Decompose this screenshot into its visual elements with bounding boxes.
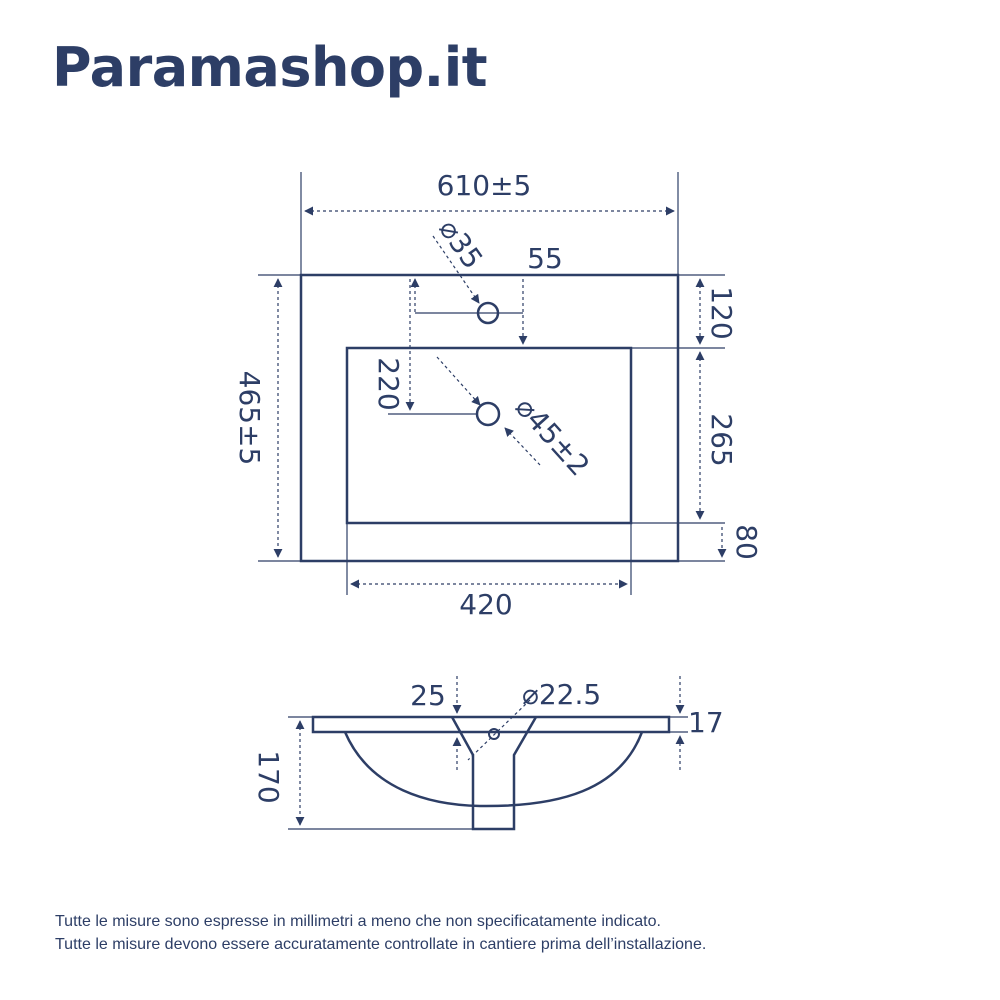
label-drain-hole: ⌀45±2 <box>509 391 596 483</box>
basin-outline <box>299 273 680 563</box>
drain-hole <box>475 401 501 427</box>
leader-45-in <box>436 356 481 406</box>
brand-logo: Paramashop.it <box>52 36 488 99</box>
label-front-margin: 80 <box>730 524 763 560</box>
label-drain-from-top: 220 <box>372 357 405 410</box>
label-overflow-hole: ⌀22.5 <box>522 678 601 711</box>
leader-35 <box>432 235 480 304</box>
tap-hole <box>476 301 500 325</box>
bowl-profile <box>343 731 644 808</box>
rim-outline <box>311 715 671 734</box>
note-line-1: Tutte le misure sono espresse in millime… <box>55 913 661 930</box>
side-view <box>288 676 688 831</box>
label-depth-total: 465±5 <box>233 371 266 466</box>
label-tap-offset: 55 <box>527 242 563 275</box>
notes: Tutte le misure sono espresse in millime… <box>55 910 706 956</box>
label-tap-hole: ⌀35 <box>432 213 489 275</box>
label-total-height: 170 <box>252 750 285 803</box>
note-line-2: Tutte le misure devono essere accuratame… <box>55 936 707 953</box>
label-width-total: 610±5 <box>437 169 532 202</box>
label-back-margin: 120 <box>705 286 738 339</box>
top-view <box>258 172 727 595</box>
label-basin-depth: 265 <box>705 413 738 466</box>
label-rim-thickness: 17 <box>688 706 724 739</box>
extension-lines <box>258 172 725 595</box>
side-dimension-lines <box>295 676 685 826</box>
overflow-hole <box>488 728 500 740</box>
dimension-lines <box>273 206 727 589</box>
side-extension-lines <box>288 716 688 830</box>
leader-45-out <box>504 427 541 466</box>
bowl-outline <box>345 346 633 525</box>
label-basin-width: 420 <box>459 588 512 621</box>
overflow-channel <box>450 716 538 831</box>
label-overflow-offset: 25 <box>410 679 446 712</box>
leader-22-5 <box>467 699 531 761</box>
